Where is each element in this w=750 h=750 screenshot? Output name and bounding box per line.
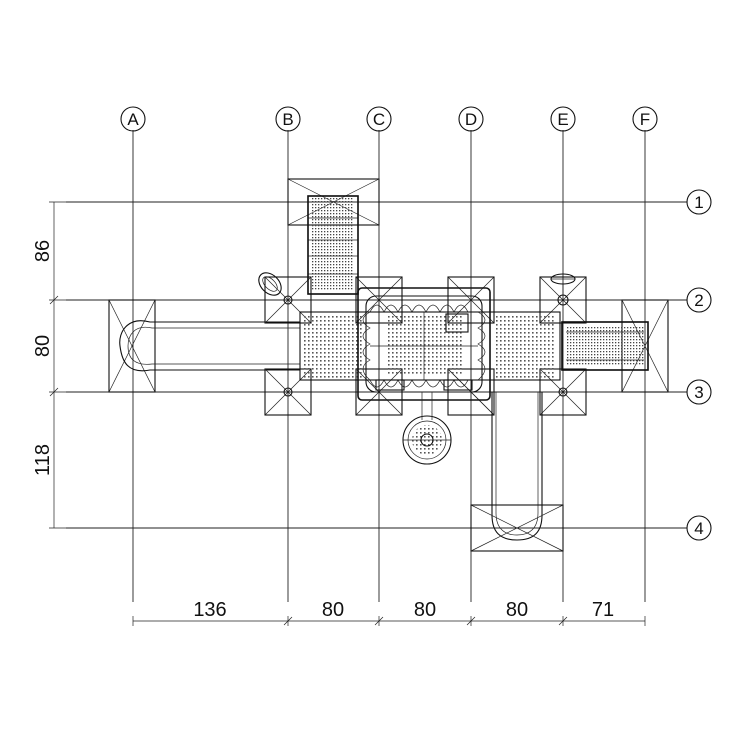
column-label-a: A [127, 110, 139, 129]
steering-wheel-panel [402, 392, 452, 465]
column-label-f: F [640, 110, 650, 129]
row-bubbles: 1 2 3 4 [686, 189, 712, 541]
dimension-a-b: 136 [193, 599, 226, 621]
dimension-c-d: 80 [414, 599, 436, 621]
bottom-slide [470, 392, 564, 552]
main-deck [299, 311, 561, 381]
row-label-1: 1 [694, 193, 703, 212]
column-label-e: E [557, 110, 568, 129]
column-bubble-f [632, 106, 658, 132]
column-bubble-c [366, 106, 392, 132]
dimension-e-f: 71 [592, 599, 614, 621]
playground-equipment [108, 178, 669, 552]
column-bubble-a [120, 106, 146, 132]
dimension-d-e: 80 [506, 599, 528, 621]
row-label-3: 3 [694, 383, 703, 402]
central-tunnel-module [357, 287, 491, 401]
row-bubble-3 [686, 379, 712, 405]
row-bubble-4 [686, 515, 712, 541]
vertical-dimension-chain: 86 80 118 [32, 201, 66, 529]
column-label-b: B [282, 110, 293, 129]
dimension-2-3: 80 [32, 335, 54, 357]
column-label-d: D [465, 110, 477, 129]
column-bubble-d [458, 106, 484, 132]
column-label-c: C [373, 110, 385, 129]
left-slide [108, 299, 300, 393]
top-steering-fixture [550, 273, 576, 296]
column-bubble-e [550, 106, 576, 132]
row-label-4: 4 [694, 519, 703, 538]
row-bubble-1 [686, 189, 712, 215]
dimension-b-c: 80 [322, 599, 344, 621]
top-climbing-net [287, 178, 380, 295]
dimension-3-4: 118 [32, 444, 54, 476]
column-bubble-b [275, 106, 301, 132]
dimension-1-2: 86 [32, 240, 54, 262]
row-label-2: 2 [694, 291, 703, 310]
column-bubbles: A B C D E F [120, 106, 658, 132]
right-slide [561, 299, 669, 393]
spring-rider-fixture [258, 272, 282, 296]
horizontal-dimension-chain: 136 80 80 80 71 [132, 599, 646, 626]
row-bubble-2 [686, 287, 712, 313]
